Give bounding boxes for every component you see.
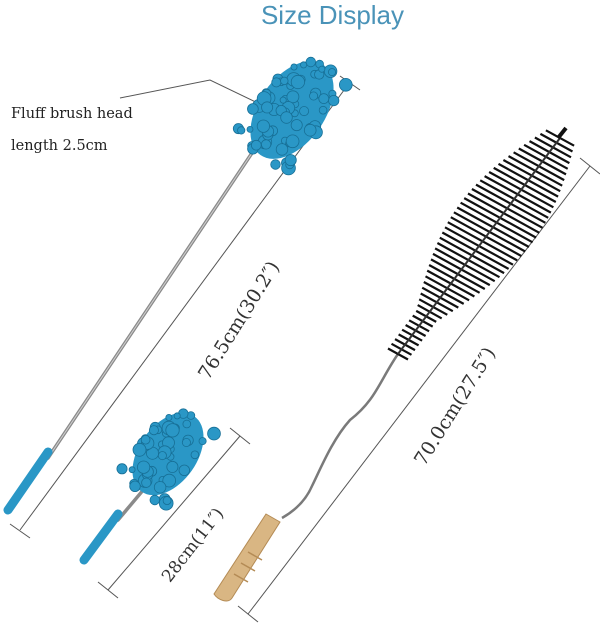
annotation-leader-line bbox=[119, 79, 269, 109]
short-duster-handle bbox=[79, 509, 123, 565]
annotation-line-2: length 2.5cm bbox=[11, 138, 108, 154]
page-title: Size Display bbox=[260, 0, 405, 30]
bristle-brush bbox=[213, 126, 575, 602]
wooden-handle bbox=[213, 513, 281, 602]
annotation-line-1: Fluff brush head bbox=[11, 106, 133, 122]
long-duster bbox=[3, 56, 353, 515]
short-duster-microfiber-head bbox=[116, 408, 221, 511]
short-duster-dimension-line bbox=[107, 435, 241, 591]
bristle-brush-head bbox=[387, 129, 575, 361]
short-duster bbox=[79, 408, 221, 565]
bristle-brush-dimension-line bbox=[247, 165, 591, 615]
long-duster-microfiber-head bbox=[232, 56, 353, 176]
long-duster-handle bbox=[3, 447, 53, 515]
bristle-brush-wire-shaft bbox=[281, 353, 400, 520]
